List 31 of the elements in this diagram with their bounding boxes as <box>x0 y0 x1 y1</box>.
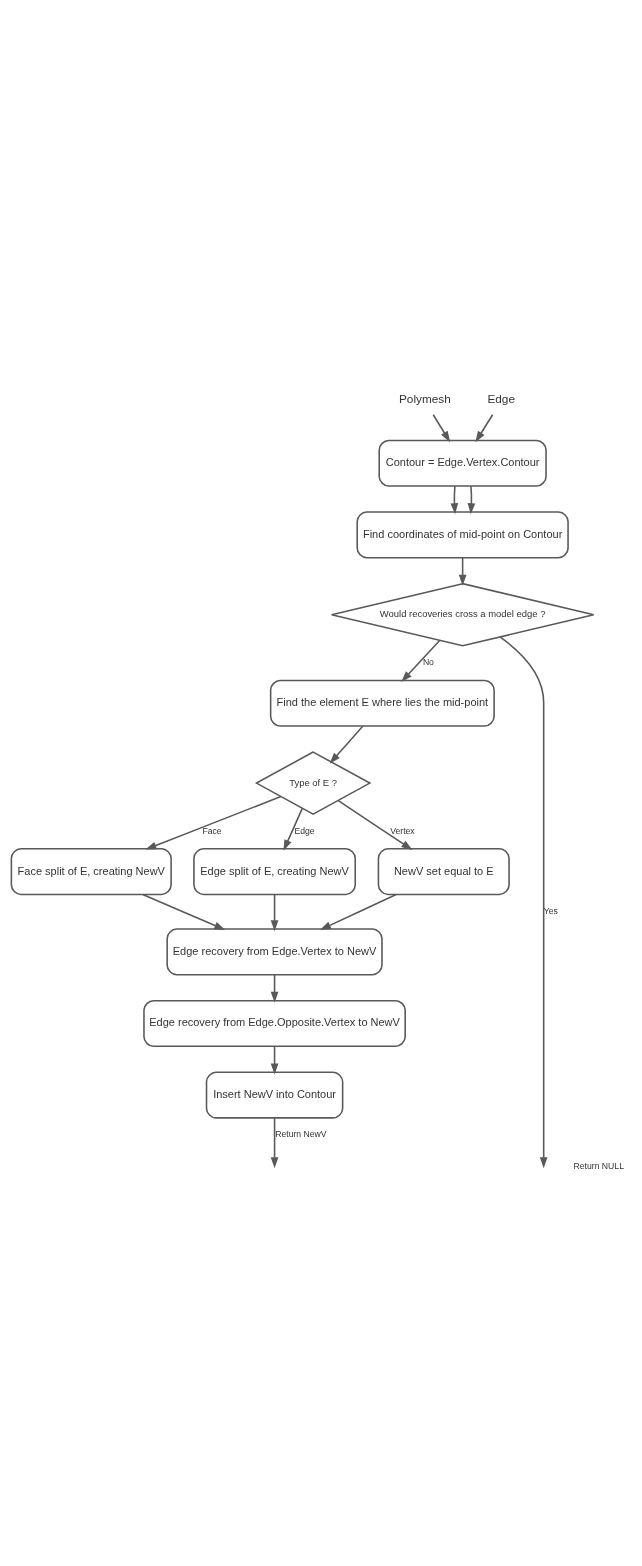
node-text: Edge <box>487 391 515 406</box>
edge-label: Return NewV <box>275 1128 327 1139</box>
node-box: Edge split of E, creating NewV <box>193 847 356 895</box>
node-box: Edge recovery from Edge.Vertex to NewV <box>166 927 383 975</box>
node-box: Find coordinates of mid-point on Contour <box>356 510 569 558</box>
arrow <box>499 635 548 1168</box>
node-box: Contour = Edge.Vertex.Contour <box>378 439 547 487</box>
arrow <box>283 807 304 851</box>
node-box: NewV set equal to E <box>377 847 510 895</box>
node-box: Find the element E where lies the mid-point <box>269 679 495 727</box>
arrow <box>432 413 451 442</box>
edge-label: No <box>422 656 434 667</box>
arrow <box>329 724 364 764</box>
arrow <box>270 1116 279 1168</box>
arrow <box>401 639 441 682</box>
arrow <box>270 893 279 931</box>
node-text: Polymesh <box>398 391 451 406</box>
node-diamond: Would recoveries cross a model edge ? <box>330 582 595 647</box>
node-box: Insert NewV into Contour <box>205 1071 344 1119</box>
node-box: Edge recovery from Edge.Opposite.Vertex to NewV <box>143 999 406 1047</box>
arrow <box>337 799 413 850</box>
node-box: Face split of E, creating NewV <box>10 847 172 895</box>
edge-label: Edge <box>294 825 315 836</box>
arrow <box>475 413 494 442</box>
arrow <box>319 893 397 930</box>
edge-label: Face <box>202 825 222 836</box>
edge-label: Yes <box>543 905 558 916</box>
arrow <box>145 795 282 850</box>
edge-label: Vertex <box>390 825 415 836</box>
arrow <box>142 893 226 930</box>
label: Return NULL <box>573 1160 624 1171</box>
